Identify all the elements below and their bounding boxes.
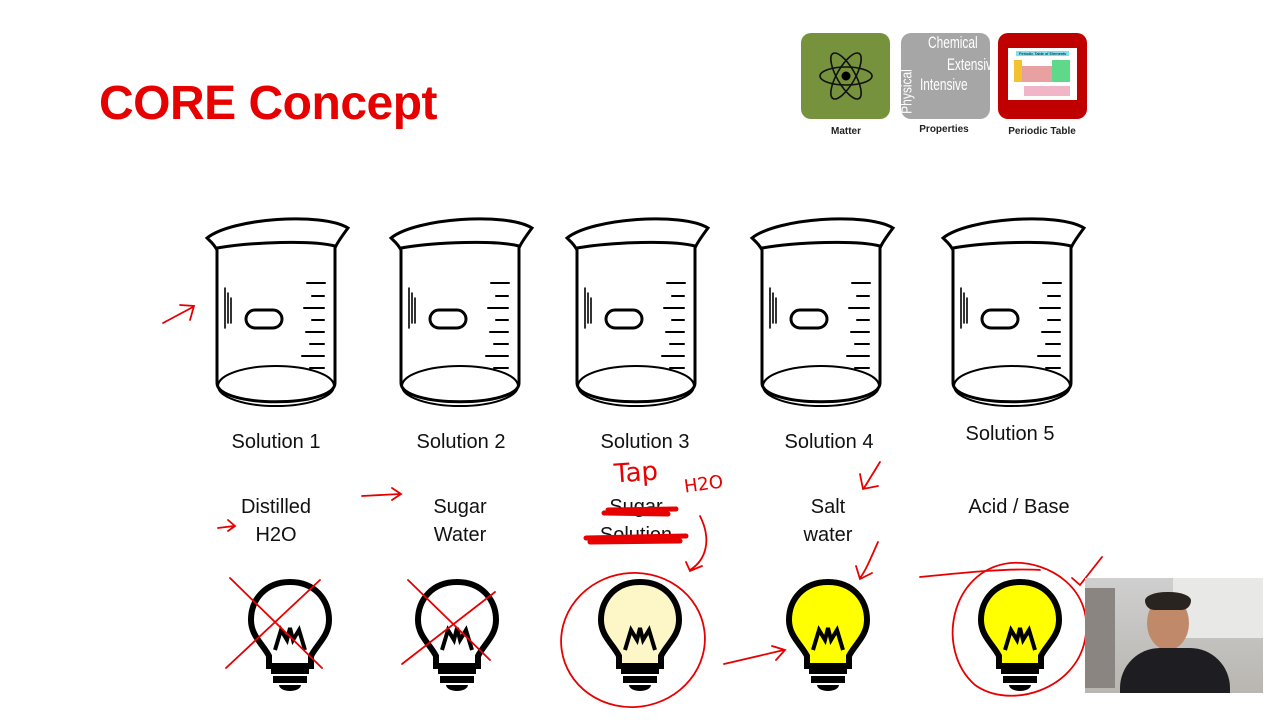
handwritten-h2o: H2O	[682, 471, 725, 498]
beaker-4	[747, 208, 897, 413]
lightbulb-off-icon	[412, 578, 502, 693]
solution-5-desc: Acid / Base	[939, 493, 1099, 521]
periodic-table-tile[interactable]: Periodic Table of Elements	[998, 33, 1087, 119]
solution-2-label: Solution 2	[416, 431, 506, 453]
desc-line: Distilled	[240, 496, 312, 518]
solution-3-label: Solution 3	[600, 431, 690, 453]
periodic-table-icon: Periodic Table of Elements	[1008, 48, 1077, 100]
desc-line: Water	[433, 524, 487, 546]
matter-label: Matter	[830, 126, 861, 137]
desc-line: Salt	[810, 496, 846, 518]
solution-4-label: Solution 4	[784, 431, 874, 453]
lightbulb-off-icon	[245, 578, 335, 693]
word-chemical: Chemical	[928, 33, 978, 52]
beaker-5	[938, 208, 1088, 413]
matter-tile[interactable]	[801, 33, 890, 119]
desc-line: water	[803, 524, 853, 546]
word-intensive: Intensive	[920, 75, 968, 94]
lightbulb-dim-icon	[595, 578, 685, 693]
desc-line: Solution	[599, 524, 673, 546]
desc-line: Sugar	[609, 496, 663, 518]
presenter-webcam	[1085, 578, 1263, 693]
atom-icon	[819, 52, 873, 100]
beaker-3	[562, 208, 712, 413]
beaker-2	[386, 208, 536, 413]
desc-line: Acid / Base	[968, 496, 1070, 518]
lightbulb-on-icon	[783, 578, 873, 693]
periodic-table-caption: Periodic Table of Elements	[1016, 51, 1069, 56]
word-physical: Physical	[901, 69, 916, 114]
solution-5-label: Solution 5	[965, 423, 1055, 445]
properties-label: Properties	[919, 124, 969, 135]
presenter-body	[1120, 648, 1230, 693]
handwritten-tap: Tap	[613, 456, 660, 490]
slide-title: CORE Concept	[99, 77, 438, 130]
solution-4-desc: Salt water	[748, 493, 908, 549]
periodic-table-label: Periodic Table	[1008, 126, 1076, 137]
word-extensive: Extensive	[947, 55, 990, 74]
beaker-1	[202, 208, 352, 413]
desc-line: Sugar	[433, 496, 487, 518]
desc-line: H2O	[255, 524, 297, 546]
lightbulb-on-icon	[975, 578, 1065, 693]
solution-1-label: Solution 1	[231, 431, 321, 453]
properties-tile[interactable]: Chemical Extensive Intensive Physical	[901, 33, 990, 119]
